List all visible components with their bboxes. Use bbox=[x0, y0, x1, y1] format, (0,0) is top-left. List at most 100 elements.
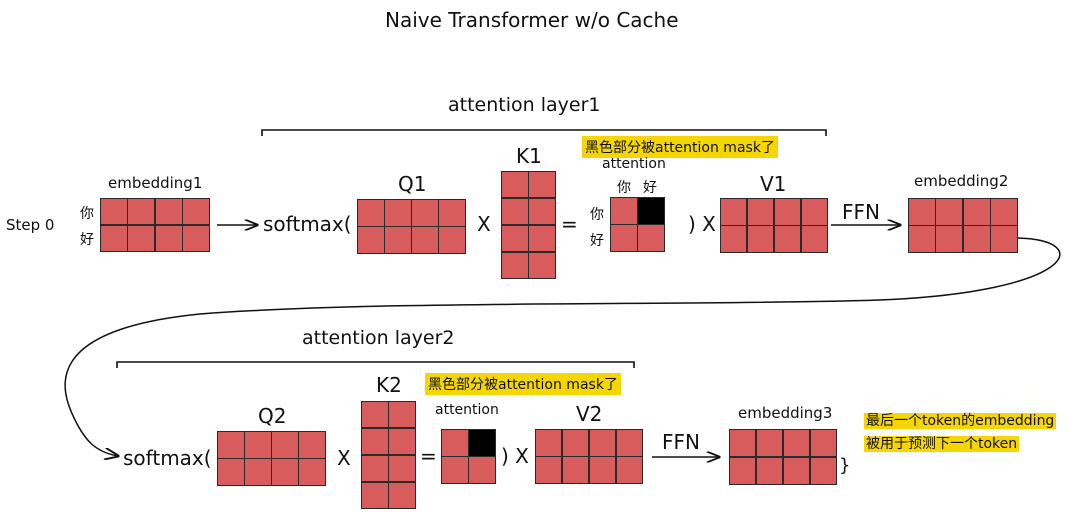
matrix-cell bbox=[810, 430, 836, 457]
matrix-cell bbox=[783, 430, 810, 457]
attention-cell bbox=[611, 225, 637, 251]
layer2-brace bbox=[116, 361, 635, 368]
q1-matrix bbox=[357, 199, 466, 254]
embedding1-matrix bbox=[100, 198, 210, 252]
softmax-open-2: softmax( bbox=[123, 446, 212, 470]
matrix-cell bbox=[128, 225, 155, 251]
final-note-line2: 被用于预测下一个token bbox=[864, 436, 1020, 452]
layer-connector-curve bbox=[64, 237, 1061, 456]
matrix-cell bbox=[101, 199, 127, 225]
softmax-open-1: softmax( bbox=[263, 212, 352, 236]
matrix-cell bbox=[385, 227, 411, 253]
matrix-cell bbox=[529, 172, 555, 198]
embedding3-brace: } bbox=[839, 455, 851, 476]
matrix-cell bbox=[385, 200, 411, 226]
matrix-cell bbox=[362, 482, 388, 508]
matrix-cell bbox=[562, 457, 589, 483]
matrix-cell bbox=[358, 227, 384, 253]
matrix-cell bbox=[362, 455, 388, 482]
matrix-cell bbox=[536, 457, 562, 483]
embedding3-matrix bbox=[729, 429, 837, 485]
matrix-cell bbox=[616, 430, 642, 456]
matrix-cell bbox=[991, 226, 1017, 252]
matrix-cell bbox=[389, 455, 415, 482]
matrix-cell bbox=[389, 482, 415, 508]
matrix-cell bbox=[218, 432, 244, 458]
matrix-cell bbox=[389, 428, 415, 455]
attention-label-2: attention bbox=[435, 402, 499, 418]
attention-col-ni: 你 bbox=[617, 180, 631, 196]
attention-cell bbox=[469, 457, 495, 483]
diagram-title: Naive Transformer w/o Cache bbox=[385, 8, 679, 32]
matrix-cell bbox=[801, 199, 827, 225]
matrix-cell bbox=[358, 200, 384, 226]
v2-matrix bbox=[535, 429, 643, 484]
close-multiply-1: ) X bbox=[688, 212, 716, 236]
attention-cell bbox=[611, 198, 637, 224]
v2-label: V2 bbox=[576, 402, 603, 426]
matrix-cell bbox=[272, 432, 298, 458]
v1-matrix bbox=[720, 198, 828, 253]
matrix-cell bbox=[183, 225, 209, 251]
matrix-cell bbox=[774, 199, 801, 225]
attention-cell bbox=[442, 457, 468, 483]
equals-sign-2: = bbox=[420, 444, 437, 468]
masked-cell bbox=[469, 430, 495, 456]
attention1-matrix bbox=[610, 197, 665, 252]
matrix-cell bbox=[128, 199, 155, 225]
k2-matrix bbox=[361, 401, 416, 509]
attention-layer2-label: attention layer2 bbox=[302, 327, 455, 349]
matrix-cell bbox=[536, 430, 562, 456]
k1-matrix bbox=[501, 171, 556, 279]
q2-label: Q2 bbox=[258, 404, 287, 428]
matrix-cell bbox=[155, 225, 182, 251]
mask-note-2: 黑色部分被attention mask了 bbox=[425, 373, 621, 395]
ffn-label-2: FFN bbox=[662, 430, 700, 454]
embedding3-label: embedding3 bbox=[738, 404, 833, 422]
matrix-cell bbox=[299, 459, 325, 485]
matrix-cell bbox=[783, 457, 810, 484]
matrix-cell bbox=[721, 226, 747, 252]
matrix-cell bbox=[747, 226, 774, 252]
matrix-cell bbox=[730, 430, 756, 457]
embedding2-matrix bbox=[908, 198, 1018, 253]
matrix-cell bbox=[362, 402, 388, 428]
matrix-cell bbox=[963, 199, 990, 225]
final-note: 最后一个token的embedding 被用于预测下一个token bbox=[864, 410, 1057, 454]
matrix-cell bbox=[529, 198, 555, 225]
matrix-cell bbox=[756, 457, 783, 484]
embedding2-label: embedding2 bbox=[914, 172, 1009, 190]
matrix-cell bbox=[439, 227, 465, 253]
matrix-cell bbox=[562, 430, 589, 456]
v1-label: V1 bbox=[760, 172, 787, 196]
k1-label: K1 bbox=[516, 144, 542, 168]
k2-label: K2 bbox=[376, 373, 402, 397]
matrix-cell bbox=[101, 225, 127, 251]
matrix-cell bbox=[756, 430, 783, 457]
matrix-cell bbox=[529, 252, 555, 278]
matrix-cell bbox=[747, 199, 774, 225]
q2-matrix bbox=[217, 431, 326, 486]
close-multiply-2: ) X bbox=[501, 444, 529, 468]
multiply-sign-2: X bbox=[337, 446, 351, 470]
matrix-cell bbox=[616, 457, 642, 483]
matrix-cell bbox=[272, 459, 298, 485]
embedding1-label: embedding1 bbox=[108, 174, 203, 192]
attention-cell bbox=[638, 225, 664, 251]
matrix-cell bbox=[412, 200, 438, 226]
matrix-cell bbox=[502, 252, 528, 278]
matrix-cell bbox=[721, 199, 747, 225]
matrix-cell bbox=[502, 198, 528, 225]
attention-col-hao: 好 bbox=[643, 180, 657, 196]
matrix-cell bbox=[183, 199, 209, 225]
token-hao: 好 bbox=[80, 232, 94, 248]
matrix-cell bbox=[909, 226, 935, 252]
token-ni: 你 bbox=[80, 206, 94, 222]
attention-cell bbox=[442, 430, 468, 456]
matrix-cell bbox=[389, 402, 415, 428]
final-note-line1: 最后一个token的embedding bbox=[864, 413, 1057, 429]
matrix-cell bbox=[245, 459, 271, 485]
matrix-cell bbox=[991, 199, 1017, 225]
matrix-cell bbox=[730, 457, 756, 484]
